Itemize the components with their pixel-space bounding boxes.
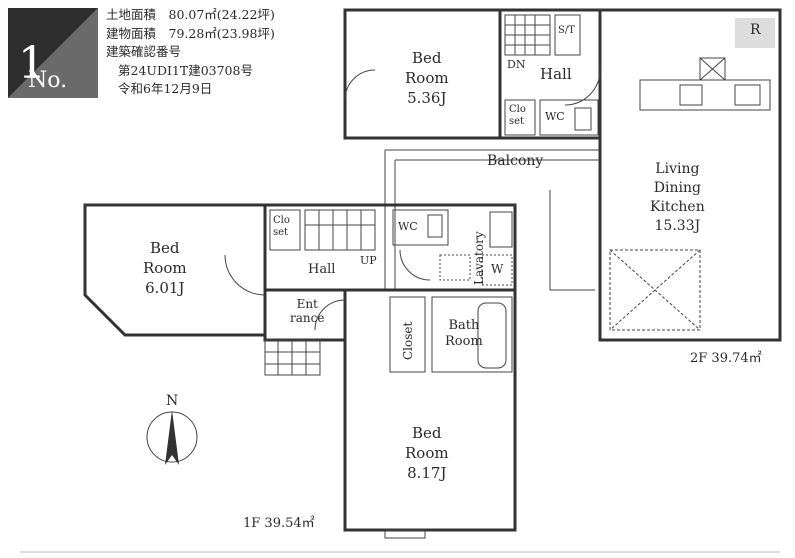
closet-1f-label: Closet xyxy=(401,321,415,360)
st-label: S/T xyxy=(558,25,575,36)
stairs-2f xyxy=(504,14,551,56)
wc-1f-label: WC xyxy=(398,220,418,233)
label-line: Room xyxy=(445,334,483,349)
toilet-1f-icon xyxy=(427,214,443,238)
label-line: set xyxy=(509,116,525,127)
sink-icon xyxy=(679,84,703,106)
label-line: rance xyxy=(290,311,325,325)
wc-1f xyxy=(392,209,449,246)
storage-2f xyxy=(554,14,581,56)
entrance-tiles xyxy=(264,339,321,376)
label-size: 15.33J xyxy=(654,218,701,234)
washer-space xyxy=(481,254,513,286)
bathtub-icon xyxy=(477,302,507,369)
label-line: Living xyxy=(655,161,700,177)
bedroom-1f-b-label: Bed Room 8.17J xyxy=(405,423,449,483)
bath-room xyxy=(431,296,513,373)
door-swing-2f xyxy=(344,69,601,106)
window-sill xyxy=(384,529,426,539)
door-swing-1f xyxy=(224,249,431,331)
property-info: 土地面積 80.07㎡(24.22坪) 建物面積 79.28㎡(23.98坪) … xyxy=(106,6,275,99)
label-size: 8.17J xyxy=(407,464,447,482)
north-arrow-icon xyxy=(165,410,179,465)
wc-2f xyxy=(539,99,599,136)
label-line: Bath xyxy=(448,318,480,333)
bedroom-1f-a-label: Bed Room 6.01J xyxy=(143,238,187,298)
label-line: Clo xyxy=(509,104,526,115)
label-line: Bed xyxy=(412,424,442,442)
wc-2f-label: WC xyxy=(545,110,565,123)
stove-icon xyxy=(734,84,761,106)
floor-1-plan xyxy=(83,203,517,539)
washbasin-icon xyxy=(489,211,513,248)
balcony-label: Balcony xyxy=(487,153,544,169)
hall-1f-label: Hall xyxy=(308,262,336,277)
permit-label: 建築確認番号 xyxy=(106,44,182,59)
label-line: set xyxy=(273,227,289,238)
label-line: Dining xyxy=(653,180,701,196)
plan-number-badge: No.1 xyxy=(8,8,98,98)
compass: N xyxy=(146,393,198,465)
dn-label: DN xyxy=(507,58,526,71)
compass-north-label: N xyxy=(166,393,178,409)
bedroom-1f-a-walls xyxy=(83,203,267,337)
refrigerator-label: R xyxy=(750,22,761,38)
label-line: Kitchen xyxy=(650,199,705,215)
toilet-2f-icon xyxy=(574,107,592,131)
floor-2-area: 2F 39.74㎡ xyxy=(690,351,762,366)
bedroom-1f-b-walls xyxy=(343,288,517,532)
label-line: Bed xyxy=(412,49,442,67)
ldk-walls xyxy=(598,8,782,342)
bedroom-2f-label: Bed Room 5.36J xyxy=(405,48,449,108)
balcony-outline xyxy=(384,149,600,291)
label-line: Room xyxy=(143,259,187,277)
label-size: 5.36J xyxy=(407,89,447,107)
floor-1-area: 1F 39.54㎡ xyxy=(243,516,315,531)
land-area: 土地面積 80.07㎡(24.22坪) xyxy=(106,7,275,22)
label-line: Clo xyxy=(273,215,290,226)
stairwell-void xyxy=(609,249,701,331)
washer-label: W xyxy=(491,262,504,276)
ldk-label: Living Dining Kitchen 15.33J xyxy=(650,160,705,236)
label-line: Bed xyxy=(150,239,180,257)
label-line: Room xyxy=(405,69,449,87)
label-line: Room xyxy=(405,444,449,462)
badge-prefix: No. xyxy=(28,68,68,93)
building-area: 建物面積 79.28㎡(23.98坪) xyxy=(106,25,275,41)
badge-number: 1 xyxy=(18,38,46,89)
permit-number: 第24UDI1T建03708号 xyxy=(118,62,253,78)
closet-1f xyxy=(389,296,426,373)
storage-shelf xyxy=(439,254,471,281)
closet-2f xyxy=(504,99,536,136)
closet-1f-small xyxy=(269,209,301,251)
fridge-space-icon xyxy=(699,57,726,81)
floor-2-plan xyxy=(343,8,782,342)
stairs-1f xyxy=(304,209,376,251)
lavatory-label: Lavatory xyxy=(472,231,486,285)
kitchen-counter xyxy=(639,79,771,111)
label-line: Ent xyxy=(296,297,318,311)
permit-date: 令和6年12月9日 xyxy=(118,81,213,96)
up-label: UP xyxy=(360,254,377,267)
refrigerator-area xyxy=(735,18,775,48)
hall-2f-label: Hall xyxy=(540,65,572,83)
label-size: 6.01J xyxy=(145,279,185,297)
